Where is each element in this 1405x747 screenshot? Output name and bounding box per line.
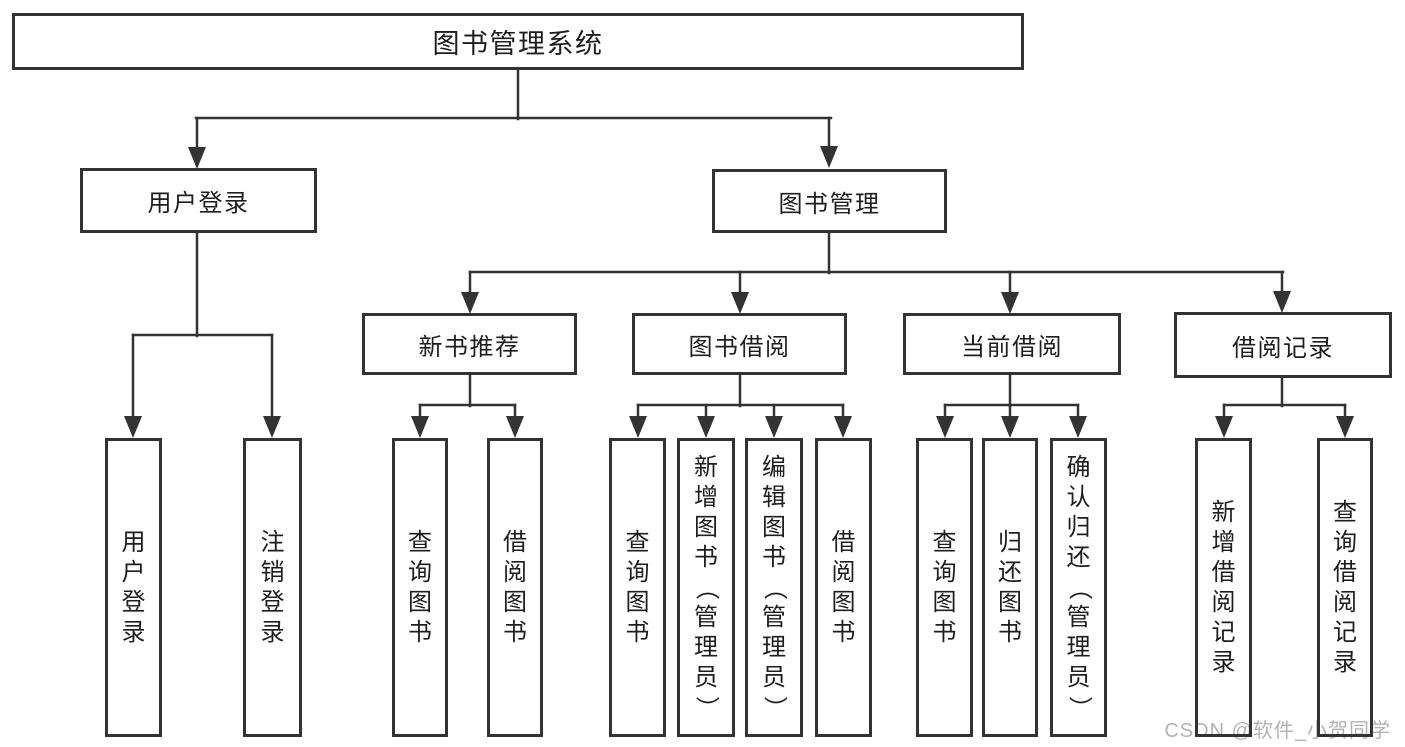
leaf-label: 查询图书 — [932, 528, 957, 646]
node-label: 图书管理系统 — [432, 29, 604, 59]
node-label: 图书管理 — [778, 190, 881, 218]
node-borrow-records: 借阅记录 — [1174, 312, 1392, 378]
node-label: 用户登录 — [147, 190, 250, 217]
leaf-borrow-books: 借阅图书 — [487, 438, 543, 737]
leaf-label: 查询借阅记录 — [1333, 498, 1357, 676]
leaf-edit-book-admin: 编辑图书（管理员） — [745, 438, 803, 737]
leaf-borrow-books: 借阅图书 — [815, 438, 872, 737]
leaf-query-books: 查询图书 — [392, 438, 448, 737]
leaf-label: 查询图书 — [408, 528, 432, 646]
leaf-query-borrow-record: 查询借阅记录 — [1317, 438, 1373, 737]
node-label: 图书借阅 — [688, 333, 791, 361]
leaf-label: 注销登录 — [260, 528, 285, 646]
leaf-user-login: 用户登录 — [105, 438, 162, 737]
leaf-label: 编辑图书（管理员） — [761, 453, 788, 720]
leaf-label: 确认归还（管理员） — [1065, 453, 1093, 720]
leaf-logout: 注销登录 — [243, 438, 302, 737]
leaf-label: 用户登录 — [121, 528, 146, 646]
leaf-label: 新增图书（管理员） — [693, 453, 720, 720]
node-label: 新书推荐 — [418, 333, 521, 361]
leaf-label: 查询图书 — [625, 528, 650, 646]
node-label: 当前借阅 — [961, 333, 1063, 361]
leaf-confirm-return-admin: 确认归还（管理员） — [1050, 438, 1107, 737]
leaf-label: 借阅图书 — [831, 528, 856, 646]
leaf-query-books: 查询图书 — [916, 438, 973, 737]
leaf-return-books: 归还图书 — [982, 438, 1038, 737]
node-current-borrow: 当前借阅 — [903, 313, 1121, 375]
leaf-label: 归还图书 — [998, 528, 1022, 646]
node-label: 借阅记录 — [1232, 334, 1334, 362]
leaf-label: 新增借阅记录 — [1211, 498, 1236, 676]
node-book-management: 图书管理 — [712, 169, 947, 233]
leaf-label: 借阅图书 — [503, 528, 527, 646]
leaf-query-books: 查询图书 — [609, 438, 666, 737]
node-book-borrow: 图书借阅 — [632, 313, 847, 375]
leaf-add-book-admin: 新增图书（管理员） — [677, 438, 735, 737]
node-new-book-recommend: 新书推荐 — [362, 313, 577, 375]
node-user-login: 用户登录 — [80, 168, 317, 233]
leaf-add-borrow-record: 新增借阅记录 — [1195, 438, 1252, 737]
node-system-root: 图书管理系统 — [12, 13, 1024, 70]
